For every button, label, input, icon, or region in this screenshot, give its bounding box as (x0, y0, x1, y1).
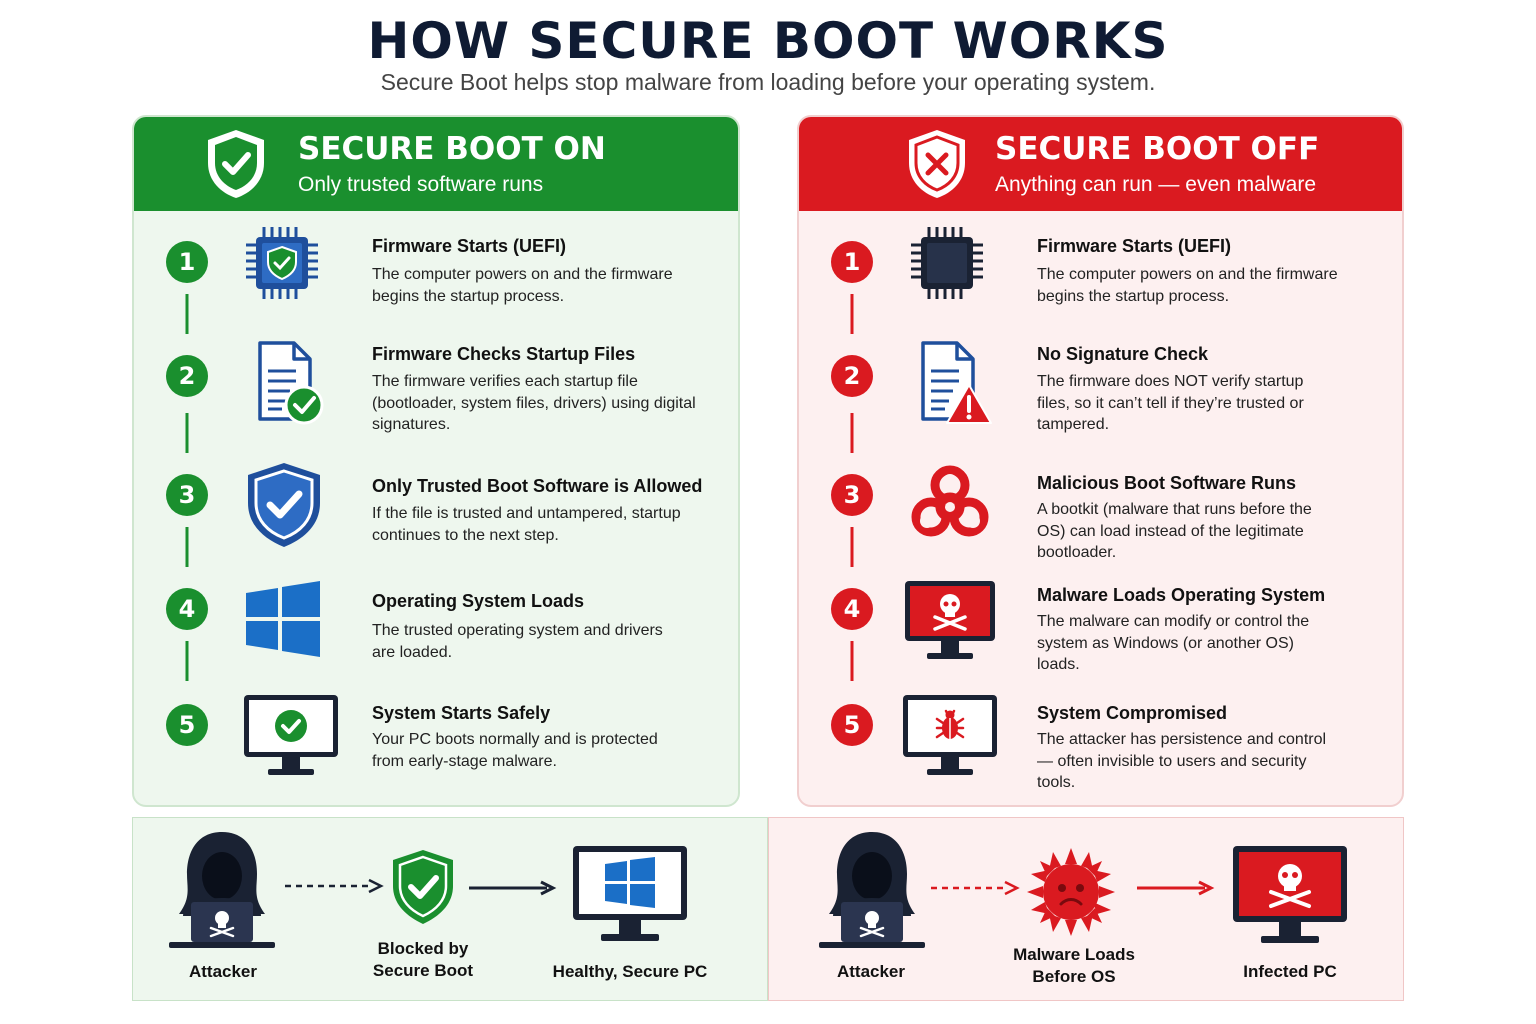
monitor-skull-icon (905, 581, 995, 659)
document-warning-icon (921, 341, 992, 424)
step-description: A bootkit (malware that runs before the … (1037, 501, 1312, 561)
monitor-skull-icon (1233, 846, 1347, 943)
on-panel-subtitle: Only trusted software runs (298, 173, 544, 196)
step-number: 3 (166, 474, 208, 516)
secure-boot-on-panel: SECURE BOOT ON Only trusted software run… (132, 115, 740, 807)
page-title: HOW SECURE BOOT WORKS (367, 12, 1169, 70)
on-panel-header: SECURE BOOT ON Only trusted software run… (134, 117, 738, 211)
step-description: The firmware verifies each startup file … (372, 373, 696, 433)
step-number: 4 (831, 588, 873, 630)
down-arrow-icon (850, 641, 854, 681)
step-title: Firmware Checks Startup Files (372, 344, 636, 364)
blocked-label-line1: Blocked by (377, 939, 469, 958)
shield-x-icon (909, 130, 965, 198)
step-description: The trusted operating system and drivers… (372, 622, 663, 661)
step-number: 4 (166, 588, 208, 630)
malware-loads-label: Malware Loads Before OS (999, 944, 1149, 988)
infected-pc-label: Infected PC (1243, 962, 1337, 981)
monitor-check-icon (244, 695, 338, 775)
shield-check-icon (208, 130, 264, 198)
step-title: Firmware Starts (UEFI) (1037, 236, 1232, 256)
hooded-attacker-icon (169, 832, 275, 948)
step-title: Operating System Loads (372, 591, 585, 611)
down-arrow-icon (850, 294, 854, 334)
dashed-arrow-icon (285, 878, 384, 894)
down-arrow-icon (185, 294, 189, 334)
shield-check-icon (248, 463, 320, 547)
malware-label-line2: Before OS (1032, 967, 1116, 986)
down-arrow-icon (850, 527, 854, 567)
off-panel-subtitle: Anything can run — even malware (995, 173, 1316, 196)
arrow-right-icon (469, 880, 557, 896)
page-subtitle: Secure Boot helps stop malware from load… (380, 69, 1156, 95)
monitor-bug-icon (903, 695, 997, 775)
blocked-label-line2: Secure Boot (372, 961, 474, 980)
malware-label-line1: Malware Loads (1013, 945, 1135, 964)
chip-shield-icon (246, 227, 318, 299)
step-title: No Signature Check (1037, 344, 1209, 364)
step-number: 5 (166, 704, 208, 746)
down-arrow-icon (850, 413, 854, 453)
compromised-flow-strip: Attacker Malware Loads Before OS (768, 817, 1404, 1001)
off-panel-header: SECURE BOOT OFF Anything can run — even … (799, 117, 1402, 211)
step-description: The attacker has persistence and control… (1037, 731, 1327, 791)
attacker-label: Attacker (836, 962, 906, 981)
windows-logo-icon (246, 581, 320, 657)
biohazard-icon (911, 465, 989, 537)
on-panel-title: SECURE BOOT ON (298, 131, 606, 167)
document-check-icon (258, 341, 324, 425)
monitor-windows-icon (573, 846, 687, 941)
step-title: Only Trusted Boot Software is Allowed (372, 476, 703, 496)
off-panel-title: SECURE BOOT OFF (995, 131, 1320, 167)
step-number: 1 (831, 241, 873, 283)
step-title: System Starts Safely (372, 703, 551, 723)
step-number: 3 (831, 474, 873, 516)
step-description: The malware can modify or control the sy… (1037, 613, 1310, 673)
step-number: 2 (831, 355, 873, 397)
secure-boot-off-panel: SECURE BOOT OFF Anything can run — even … (797, 115, 1404, 807)
down-arrow-icon (185, 413, 189, 453)
dashed-arrow-icon (931, 880, 1020, 896)
blocked-label: Blocked by Secure Boot (353, 938, 493, 982)
attacker-label: Attacker (188, 962, 258, 981)
down-arrow-icon (185, 641, 189, 681)
step-description: The computer powers on and the firmware … (372, 266, 673, 305)
step-number: 2 (166, 355, 208, 397)
step-title: Malicious Boot Software Runs (1037, 473, 1297, 493)
step-number: 5 (831, 704, 873, 746)
step-title: Malware Loads Operating System (1037, 585, 1326, 605)
chip-icon (911, 227, 983, 299)
arrow-right-icon (1137, 880, 1215, 896)
step-title: Firmware Starts (UEFI) (372, 236, 567, 256)
shield-check-icon (393, 850, 453, 924)
step-title: System Compromised (1037, 703, 1228, 723)
virus-icon (1027, 848, 1115, 936)
down-arrow-icon (185, 527, 189, 567)
step-description: Your PC boots normally and is protected … (372, 731, 658, 770)
step-description: The computer powers on and the firmware … (1037, 266, 1338, 305)
secure-flow-strip: Attacker Blocked by Secure Boot Healthy,… (132, 817, 768, 1001)
healthy-pc-label: Healthy, Secure PC (552, 962, 708, 981)
hooded-attacker-icon (819, 832, 925, 948)
step-number: 1 (166, 241, 208, 283)
step-description: If the file is trusted and untampered, s… (372, 505, 681, 544)
step-description: The firmware does NOT verify startup fil… (1037, 373, 1304, 433)
